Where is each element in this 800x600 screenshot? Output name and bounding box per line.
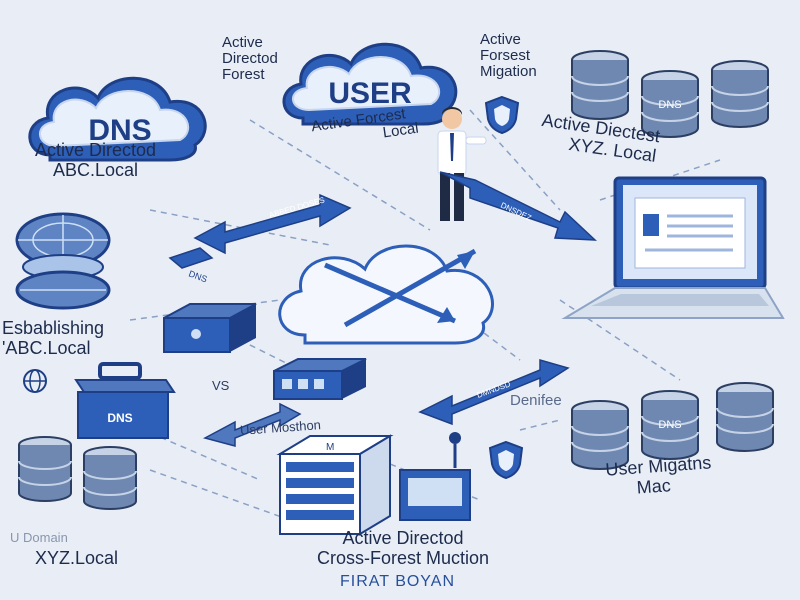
shield-icon [484, 95, 520, 135]
label-xyz-local: XYZ.Local [35, 548, 119, 568]
label-denifes: Denifee [510, 392, 562, 409]
label-active-directed-abc: Active Directod ABC.Local [35, 140, 157, 180]
toolbox-icon: DNS [74, 362, 176, 439]
shield-icon-lower [488, 440, 524, 480]
footer-title: Active Directod Cross-Forest Muction [316, 528, 490, 568]
server-unit-label: M [326, 442, 334, 453]
author-credit: FIRAT BOYAN [340, 573, 456, 590]
database-cluster-top-icon: DNS [571, 50, 769, 138]
server-rack-icon: M [276, 434, 471, 536]
globe-icon [23, 369, 47, 393]
label-u-domain: U Domain [10, 530, 68, 545]
arrow-lower-left [202, 402, 302, 447]
dns-drive-icon: DNS [168, 247, 214, 284]
server-box-icon [163, 303, 257, 353]
user-person-icon [437, 107, 487, 221]
central-cloud [278, 244, 494, 345]
arrow-left-upper: ABBED DOSES [193, 193, 352, 255]
dns-tag-lower: DNS [658, 419, 681, 431]
arrow-right-upper: DNSDEZ [439, 171, 598, 241]
dns-tag-upper: DNS [658, 99, 681, 111]
dns-drive-label: DNS [187, 268, 208, 284]
laptop-icon [561, 176, 785, 319]
label-active-directory-forest: Active Directod Forest [222, 34, 278, 83]
database-cluster-left-icon [18, 436, 137, 510]
pin-icon [449, 432, 461, 468]
user-cloud-label: USER [328, 77, 412, 110]
small-box-label: VS [212, 378, 230, 393]
label-establishing: Esbablishing 'ABC.Local [2, 318, 105, 358]
database-cluster-bottom-icon: DNS [571, 382, 774, 470]
label-user-migations: User Migatns Mac [604, 452, 712, 498]
toolbox-label: DNS [107, 411, 132, 425]
dns-cloud: DNS [28, 76, 207, 162]
network-box-icon [273, 358, 367, 400]
globe-disk-icon [15, 212, 111, 310]
label-active-forest-migration: Active Forsest Migation [480, 31, 537, 80]
user-cloud: USER [282, 42, 458, 126]
dns-cloud-label: DNS [88, 114, 151, 147]
